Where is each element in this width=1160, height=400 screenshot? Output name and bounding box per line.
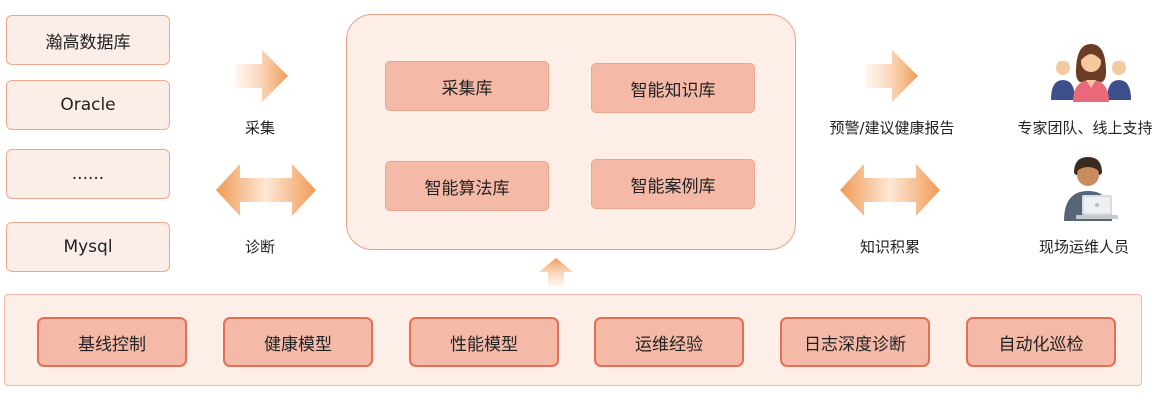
onsite-staff-icon — [1064, 157, 1118, 221]
foundation-item-ops-experience: 运维经验 — [594, 317, 744, 367]
library-panel: 采集库 智能知识库 智能算法库 智能案例库 — [346, 14, 796, 250]
library-label: 采集库 — [441, 78, 493, 99]
library-label: 智能知识库 — [630, 80, 716, 101]
onsite-staff-label: 现场运维人员 — [1038, 238, 1129, 256]
expert-team-icon — [1051, 44, 1131, 102]
source-box-mysql: Mysql — [6, 222, 170, 272]
library-case: 智能案例库 — [591, 159, 755, 209]
library-knowledge: 智能知识库 — [591, 63, 755, 113]
foundation-label: 性能模型 — [450, 334, 518, 355]
foundation-item-baseline: 基线控制 — [37, 317, 187, 367]
source-box-oracle: Oracle — [6, 80, 170, 130]
diagnose-arrow-icon — [216, 164, 316, 216]
foundation-item-perf-model: 性能模型 — [409, 317, 559, 367]
collect-label: 采集 — [244, 119, 275, 137]
up-arrow-icon — [539, 258, 573, 286]
foundation-label: 运维经验 — [635, 334, 703, 355]
source-box-ellipsis: ...... — [6, 149, 170, 199]
library-label: 智能案例库 — [630, 176, 716, 197]
foundation-panel: 基线控制 健康模型 性能模型 运维经验 日志深度诊断 自动化巡检 — [4, 294, 1142, 386]
foundation-label: 自动化巡检 — [998, 334, 1084, 355]
library-label: 智能算法库 — [424, 178, 510, 199]
source-label: Mysql — [63, 237, 113, 257]
foundation-label: 健康模型 — [264, 334, 332, 355]
source-label: ...... — [71, 164, 105, 184]
report-label: 预警/建议健康报告 — [829, 119, 955, 137]
foundation-label: 日志深度诊断 — [804, 334, 906, 355]
source-label: Oracle — [60, 95, 116, 115]
foundation-item-log-diagnosis: 日志深度诊断 — [780, 317, 930, 367]
diagnose-label: 诊断 — [244, 238, 275, 256]
foundation-item-health-model: 健康模型 — [223, 317, 373, 367]
library-algorithm: 智能算法库 — [385, 161, 549, 211]
report-arrow-icon — [866, 50, 918, 102]
foundation-item-auto-inspection: 自动化巡检 — [966, 317, 1116, 367]
expert-team-label: 专家团队、线上支持 — [1017, 119, 1153, 137]
source-label: 瀚高数据库 — [45, 32, 131, 53]
collect-arrow-icon — [236, 50, 288, 102]
source-box-highgo: 瀚高数据库 — [6, 15, 170, 65]
foundation-label: 基线控制 — [78, 334, 146, 355]
accumulate-label: 知识积累 — [859, 238, 920, 256]
library-collect: 采集库 — [385, 61, 549, 111]
accumulate-arrow-icon — [840, 164, 940, 216]
